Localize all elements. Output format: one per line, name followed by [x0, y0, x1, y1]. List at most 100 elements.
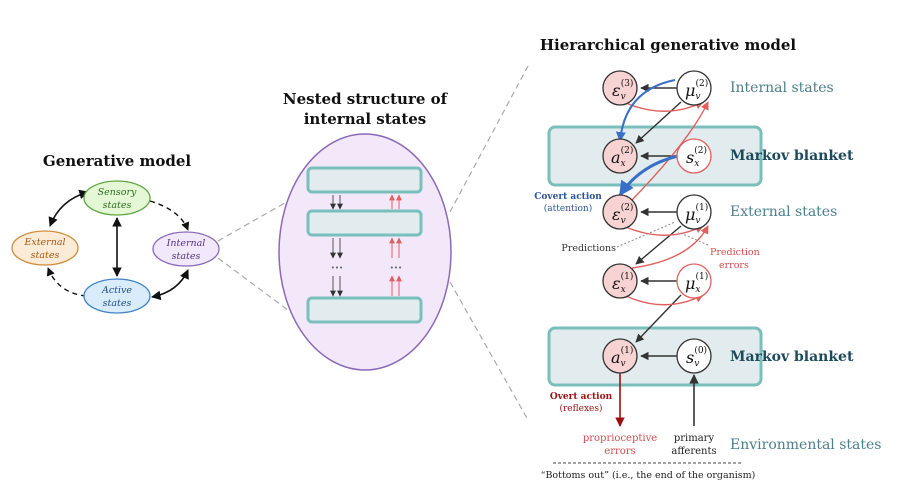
- eps-v3-sup: (3): [621, 78, 634, 89]
- prediction-label: Prediction: [710, 247, 760, 258]
- internal-states-label: Internal states: [730, 80, 834, 96]
- s-x2-sub: x: [694, 159, 699, 169]
- attention-arrow-upper: [615, 79, 676, 142]
- primary-label: primary: [674, 433, 715, 444]
- eps-x1-sup: (1): [621, 271, 634, 282]
- nested-title-line1: Nested structure of: [283, 90, 449, 108]
- a-x2-node: [602, 138, 638, 174]
- edge-internal-active: [151, 269, 189, 301]
- generative-model-title: Generative model: [43, 152, 191, 170]
- nested-level-box-2: [306, 209, 423, 237]
- attention-label: (attention): [544, 203, 592, 214]
- s-v0-base: s: [686, 348, 694, 367]
- zoom-line-lower-left: [217, 257, 305, 323]
- afferents-label: afferents: [671, 446, 716, 457]
- environmental-states-label: Environmental states: [730, 437, 882, 453]
- mu-v2-sub: v: [695, 92, 700, 102]
- mu-x1-label: μx (1): [685, 271, 708, 295]
- a-x2-base: a: [611, 148, 621, 167]
- mu-v1-base: μ: [685, 205, 695, 224]
- a-v1-sup: (1): [621, 345, 634, 356]
- a-v1-label: av(1): [611, 345, 633, 369]
- sensory-label-2: states: [103, 200, 132, 211]
- mu-v1-node: [676, 194, 712, 230]
- eps-v2-label: εv (2): [612, 202, 633, 226]
- edge-sensory-internal: [149, 200, 190, 231]
- prediction-errors-dotted-line: [677, 231, 709, 246]
- reflexes-label: (reflexes): [559, 403, 602, 414]
- mu-v2-sup: (2): [696, 78, 709, 89]
- eps-v3-label: εv (3): [612, 78, 633, 102]
- eps-v2-sup: (2): [621, 202, 634, 213]
- internal-states-node: [152, 231, 220, 267]
- a-x2-sub: x: [621, 159, 626, 169]
- internal-label-2: states: [172, 251, 201, 262]
- eps-x1-label: εx (1): [612, 271, 633, 295]
- mu-x1-node: [676, 263, 712, 299]
- active-label-2: states: [103, 298, 132, 309]
- s-v0-label: sv (0): [686, 345, 707, 369]
- eps-v2-base: ε: [612, 205, 621, 224]
- eps-v2-node: [602, 194, 638, 230]
- nested-title-line2: internal states: [304, 110, 427, 128]
- arrow-mux1-av1: [635, 294, 682, 343]
- a-v1-base: a: [611, 348, 621, 367]
- a-v1-node: [602, 338, 638, 374]
- eps-x1-sub: x: [621, 285, 626, 295]
- external-states-label: External states: [730, 204, 837, 220]
- edge-external-sensory: [48, 189, 89, 227]
- external-label-2: states: [31, 250, 60, 261]
- ellipsis-left: •••: [331, 264, 343, 272]
- generative-model-panel: Generative model Sensory states External…: [11, 152, 220, 314]
- predictions-dotted-line: [616, 221, 676, 248]
- active-states-node: [83, 278, 151, 314]
- mu-x1-sub: x: [695, 285, 700, 295]
- internal-label-1: Internal: [166, 238, 206, 249]
- mu-v1-sub: v: [695, 216, 700, 226]
- s-x2-sup: (2): [694, 145, 707, 156]
- s-v0-sup: (0): [694, 345, 707, 356]
- sensory-label-1: Sensory: [98, 187, 137, 198]
- nested-structure-panel: Nested structure of internal states ••• …: [278, 90, 452, 371]
- error-epsx1-mu1: [631, 225, 709, 269]
- hierarchical-title: Hierarchical generative model: [540, 36, 797, 54]
- nested-level-box-1: [306, 166, 423, 194]
- predictions-label: Predictions: [561, 243, 616, 254]
- eps-v2-sub: v: [621, 216, 626, 226]
- markov-blanket-label-bottom: Markov blanket: [730, 349, 854, 365]
- eps-x1-base: ε: [612, 274, 621, 293]
- s-x2-node: [676, 138, 712, 174]
- external-states-node: [11, 230, 79, 266]
- s-x2-base: s: [686, 148, 694, 167]
- eps-x1-node: [602, 263, 638, 299]
- covert-action-label: Covert action: [534, 192, 602, 202]
- arrow-mu1-epsx1: [635, 225, 682, 265]
- zoom-line-upper-right: [449, 65, 529, 213]
- s-v0-sub: v: [694, 359, 699, 369]
- zoom-line-lower-right: [449, 281, 529, 421]
- mu-v2-node: [676, 70, 712, 106]
- eps-v3-sub: v: [621, 92, 626, 102]
- mu-x1-base: μ: [685, 274, 695, 293]
- edge-active-external: [46, 267, 87, 297]
- mu-v1-label: μv (1): [685, 202, 708, 226]
- a-x2-sup: (2): [621, 145, 634, 156]
- a-x2-label: ax (2): [611, 145, 633, 169]
- mu-x1-sup: (1): [695, 271, 708, 282]
- bottoms-out-label: “Bottoms out” (i.e., the end of the orga…: [541, 470, 756, 481]
- active-label-1: Active: [101, 285, 132, 296]
- eps-v3-base: ε: [612, 81, 621, 100]
- mu-v2-label: μv (2): [685, 78, 708, 102]
- sensory-states-node: [83, 180, 151, 216]
- mu-v2-base: μ: [685, 81, 695, 100]
- s-v0-node: [676, 338, 712, 374]
- hierarchical-model-panel: Hierarchical generative model: [534, 36, 881, 481]
- overt-action-label: Overt action: [550, 392, 613, 402]
- errors-label: errors: [719, 260, 749, 271]
- mu-v1-sup: (1): [696, 202, 709, 213]
- ellipsis-right: •••: [390, 264, 402, 272]
- eps-v3-node: [602, 70, 638, 106]
- proprioceptive-errors-label: errors: [604, 446, 635, 457]
- external-label-1: External: [23, 237, 65, 248]
